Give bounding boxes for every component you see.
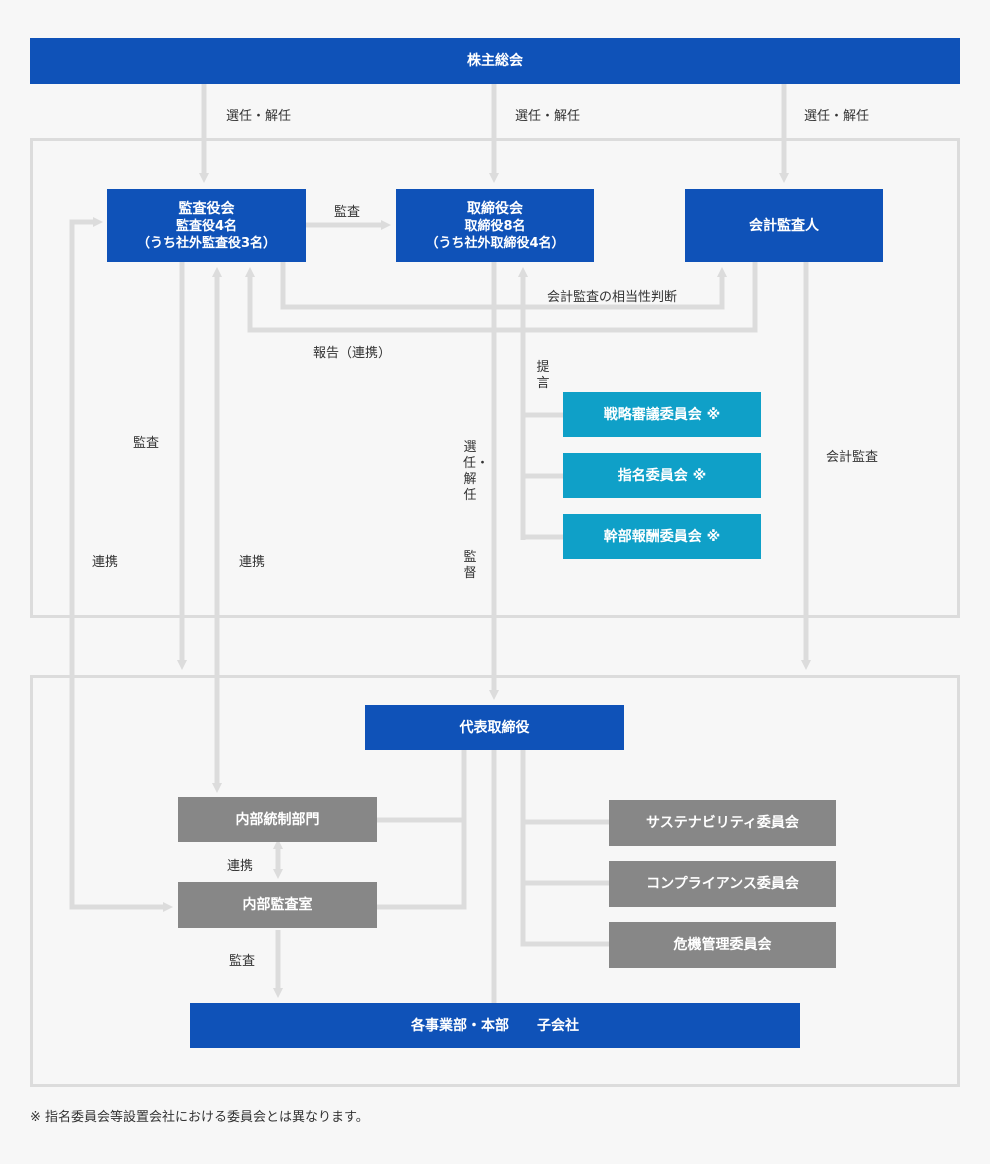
representative-director-box: 代表取締役: [365, 705, 624, 750]
collab-small-label: 連携: [227, 859, 254, 874]
report-label: 報告（連携）: [313, 346, 392, 361]
board-of-auditors-outside: （うち社外監査役3名）: [136, 235, 277, 251]
elect-dismiss-label-1: 選任・解任: [226, 109, 292, 124]
collaboration-label-mid: 連携: [239, 555, 266, 570]
board-of-directors-title: 取締役会: [467, 200, 523, 217]
shareholders-meeting-box: 株主総会: [30, 38, 960, 84]
board-of-auditors-title: 監査役会: [178, 200, 235, 217]
sustainability-committee-box: サステナビリティ委員会: [609, 800, 836, 846]
proposal-label: 提言: [536, 360, 550, 391]
judgement-label: 会計監査の相当性判断: [547, 290, 678, 305]
committee-compensation: 幹部報酬委員会 ※: [563, 514, 761, 559]
board-of-directors-outside: （うち社外取締役4名）: [425, 235, 565, 251]
compliance-committee-box: コンプライアンス委員会: [609, 861, 836, 907]
elect-dismiss-vertical-label: 選任・解任: [463, 440, 490, 503]
board-of-directors-box: 取締役会 取締役8名 （うち社外取締役4名）: [396, 189, 594, 262]
audit-label-top: 監査: [334, 205, 361, 220]
board-of-auditors-count: 監査役4名: [175, 218, 238, 234]
collaboration-label-left: 連携: [92, 555, 119, 570]
board-of-directors-count: 取締役8名: [464, 218, 526, 234]
elect-dismiss-label-3: 選任・解任: [804, 109, 870, 124]
audit-label-left: 監査: [133, 436, 160, 451]
supervision-label: 監督: [463, 550, 477, 581]
accounting-auditor-box: 会計監査人: [685, 189, 883, 262]
committee-strategy: 戦略審議委員会 ※: [563, 392, 761, 437]
risk-committee-box: 危機管理委員会: [609, 922, 836, 968]
internal-control-box: 内部統制部門: [178, 797, 377, 842]
business-units-box: 各事業部・本部 子会社: [190, 1003, 800, 1048]
board-of-auditors-box: 監査役会 監査役4名 （うち社外監査役3名）: [107, 189, 306, 262]
committee-nomination: 指名委員会 ※: [563, 453, 761, 498]
accounting-audit-label: 会計監査: [826, 450, 879, 465]
elect-dismiss-label-2: 選任・解任: [515, 109, 581, 124]
footnote: ※ 指名委員会等設置会社における委員会とは異なります。: [30, 1110, 369, 1125]
audit-bottom-label: 監査: [229, 954, 256, 969]
internal-audit-box: 内部監査室: [178, 882, 377, 928]
